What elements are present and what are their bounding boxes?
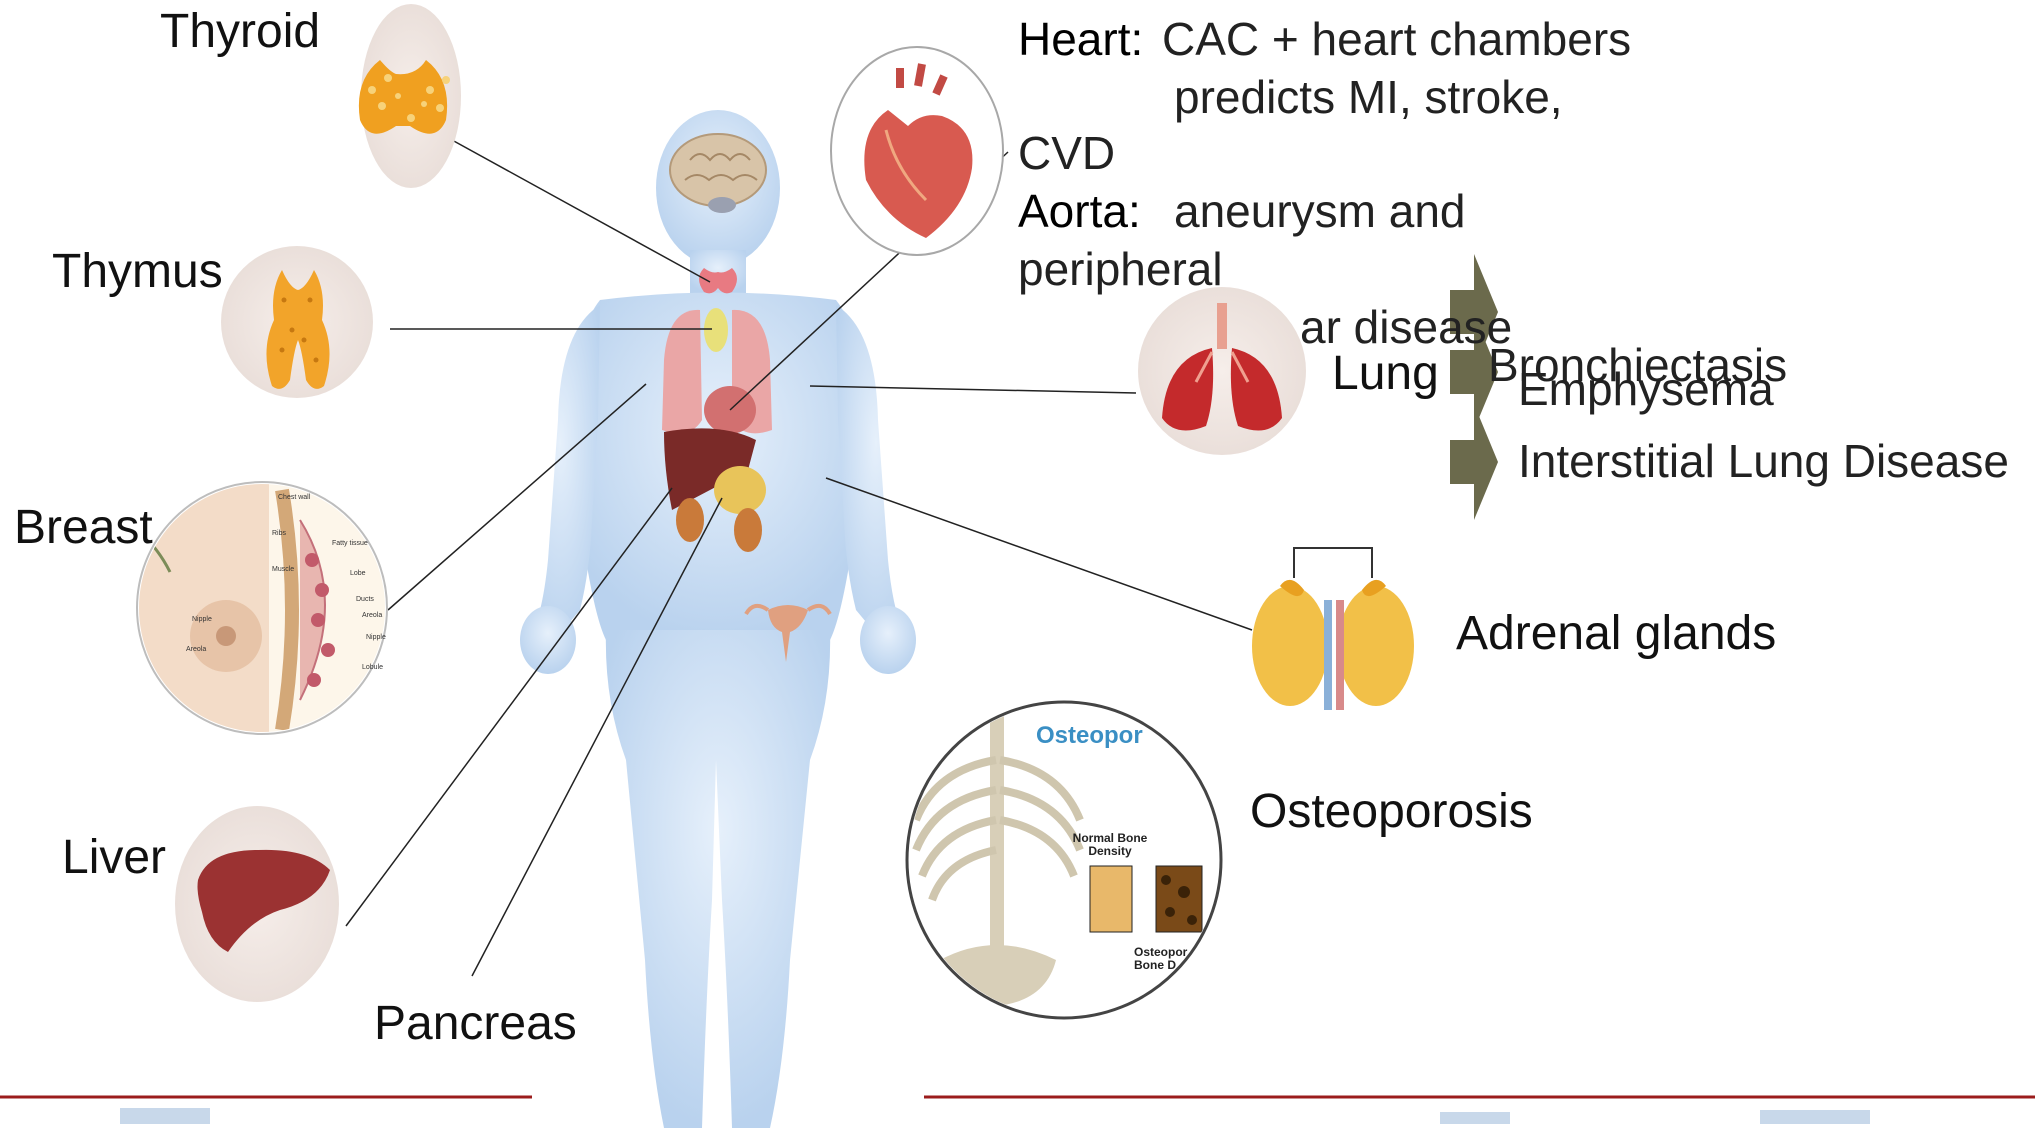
aorta-note-line-3: ar disease [1300,304,1512,350]
label-breast: Breast [14,504,153,552]
aorta-note-line-2: peripheral [1018,246,1223,292]
aorta-note-label: Aorta: [1018,188,1141,234]
label-osteoporosis: Osteoporosis [1250,788,1533,836]
human-body-figure [520,110,916,1128]
label-pancreas: Pancreas [374,1000,577,1048]
footer-logos [120,1108,1870,1124]
breast-label-areola-front: Areola [186,646,206,653]
label-thymus: Thymus [52,248,223,296]
label-lung: Lung [1332,350,1439,398]
liver-illustration [175,806,339,1002]
breast-label-lobule: Lobule [362,664,383,671]
adrenal-illustration [1252,548,1414,710]
breast-label-ducts: Ducts [356,596,374,603]
lung-illustration [1138,287,1306,455]
heart-note-line-1: CAC + heart chambers [1162,16,1631,62]
heart-note-line-3: CVD [1018,130,1115,176]
breast-label-nipple-front: Nipple [192,616,212,623]
osteo-diagram-normal: Normal Bone Density [1068,832,1152,858]
breast-label-fatty: Fatty tissue [332,540,368,547]
breast-label-nipple: Nipple [366,634,386,641]
label-liver: Liver [62,834,166,882]
legs [606,630,830,1128]
breast-label-lobe: Lobe [350,570,366,577]
heart-illustration [831,47,1003,255]
osteo-diagram-title: Osteopor [1036,722,1143,750]
breast-label-areola: Areola [362,612,382,619]
breast-label-chest-wall: Chest wall [278,494,310,501]
aorta-note-line-1: aneurysm and [1174,188,1466,234]
arrow-ild [1450,404,1498,520]
lung-item-emphysema: Emphysema [1518,366,1774,412]
lung-item-ild: Interstitial Lung Disease [1518,438,2009,484]
breast-label-muscle: Muscle [272,566,294,573]
thyroid-illustration [359,4,461,188]
thymus-illustration [221,246,373,398]
breast-label-ribs: Ribs [272,530,286,537]
osteo-diagram-osteo: Osteopor Bone D [1134,946,1198,972]
label-thyroid: Thyroid [160,8,320,56]
thymus-small [704,308,728,352]
label-adrenal: Adrenal glands [1456,610,1776,658]
brain [670,134,766,206]
heart-note-heart-label: Heart: [1018,16,1143,62]
heart-note-line-2: predicts MI, stroke, [1174,74,1563,120]
